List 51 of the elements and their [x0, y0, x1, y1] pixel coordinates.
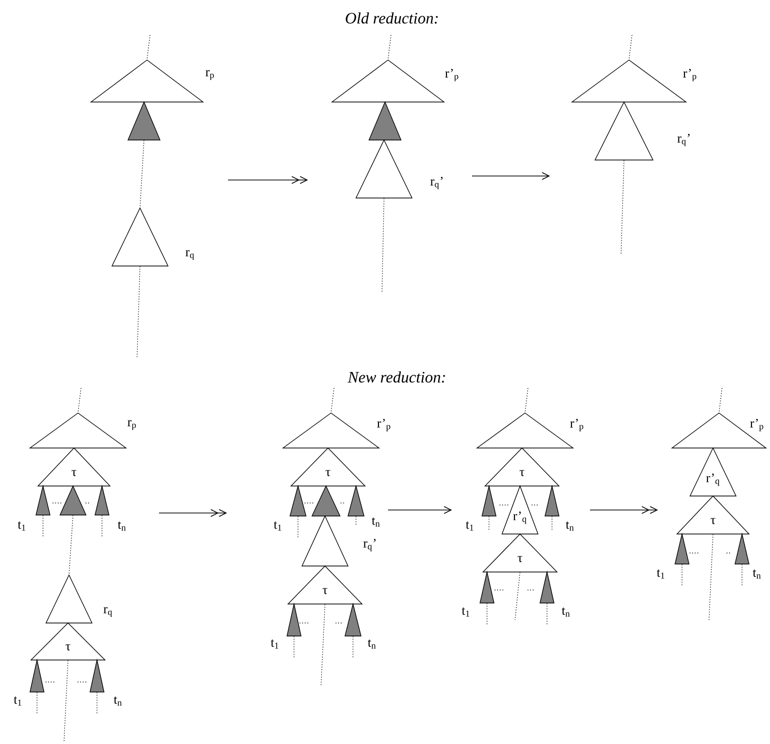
section-heading: New reduction:	[348, 371, 445, 383]
section-heading: Old reduction:	[346, 12, 438, 24]
dotted-line	[620, 160, 624, 256]
dotted-line	[330, 388, 334, 414]
subtree-label: t$_{n}$	[562, 607, 570, 617]
dotted-line	[68, 514, 74, 576]
subtree-label: r$_{q}$’	[430, 176, 443, 190]
dotted-line	[546, 602, 548, 626]
dotted-line	[388, 34, 392, 60]
dotted-line	[524, 388, 528, 414]
dotted-line	[718, 388, 722, 414]
dotted-line	[628, 34, 632, 60]
dotted-line	[140, 140, 144, 208]
subtree-label: t$_{1}$	[270, 639, 278, 649]
dotted-line	[146, 34, 150, 60]
dotted-line	[64, 660, 68, 742]
subtree-label: t$_{n}$	[566, 521, 574, 531]
subtree-label: t$_{1}$	[466, 521, 474, 531]
dotted-line	[514, 572, 520, 620]
dotted-line	[36, 692, 38, 714]
dotted-line	[486, 602, 488, 626]
subtree-label: t$_{1}$	[656, 569, 664, 579]
subtree-label: r’$_{p}$	[377, 418, 390, 432]
subtree-label: t$_{1}$	[462, 607, 470, 617]
subtree-label: r$_{q}$’	[677, 134, 690, 146]
dotted-line	[136, 266, 140, 358]
dotted-line	[78, 388, 82, 414]
subtree-label: r$_{p}$	[128, 420, 136, 430]
subtree-label: r’$_{p}$	[445, 68, 458, 82]
dotted-line	[42, 514, 44, 538]
subtree-label: r’$_{p}$	[683, 68, 696, 82]
dotted-line	[382, 198, 384, 292]
dotted-line	[708, 534, 714, 620]
subtree-label: t$_{n}$	[372, 517, 380, 527]
subtree-label: t$_{1}$	[274, 521, 282, 531]
subtree-label: r$_{q}$	[104, 607, 112, 617]
dotted-line	[320, 604, 326, 686]
dotted-line	[488, 516, 490, 532]
subtree-label: t$_{n}$	[368, 639, 376, 649]
subtree-label: r’$_{p}$	[750, 418, 764, 432]
subtree-label: t$_{1}$	[14, 696, 22, 706]
dotted-line	[352, 636, 354, 658]
subtree-label: r’$_{p}$	[570, 418, 584, 432]
subtree-label: t$_{1}$	[18, 521, 26, 531]
subtree-label: t$_{n}$	[114, 696, 122, 706]
subtree-label: r$_{p}$	[206, 70, 214, 80]
subtree-label: r$_{q}$’	[363, 538, 376, 552]
subtree-label: t$_{n}$	[118, 521, 126, 531]
subtree-label: t$_{n}$	[752, 569, 761, 579]
dotted-line	[96, 692, 98, 714]
subtree-label: r$_{q}$	[186, 250, 194, 260]
